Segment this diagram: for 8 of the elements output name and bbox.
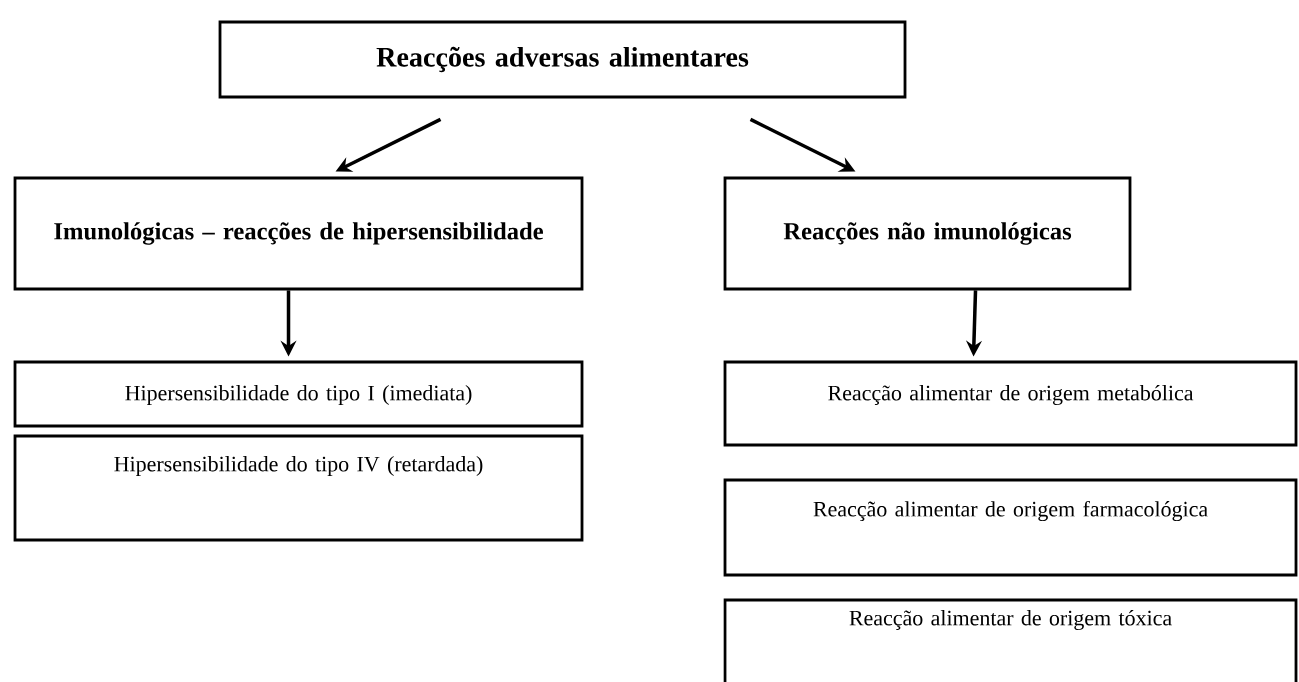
heading-box: Imunológicas – reacções de hipersensibilidade [13, 176, 584, 291]
category-box: Reacção alimentar de origem tóxica [723, 598, 1298, 682]
category-box: Reacção alimentar de origem metabólica [723, 360, 1298, 447]
heading-box: Reacções adversas alimentares [218, 20, 907, 99]
category-box: Hipersensibilidade do tipo I (imediata) [13, 360, 584, 428]
heading-box: Reacções não imunológicas [723, 176, 1132, 291]
category-box: Reacção alimentar de origem farmacológica [723, 478, 1298, 577]
category-box: Hipersensibilidade do tipo IV (retardada) [13, 434, 584, 542]
